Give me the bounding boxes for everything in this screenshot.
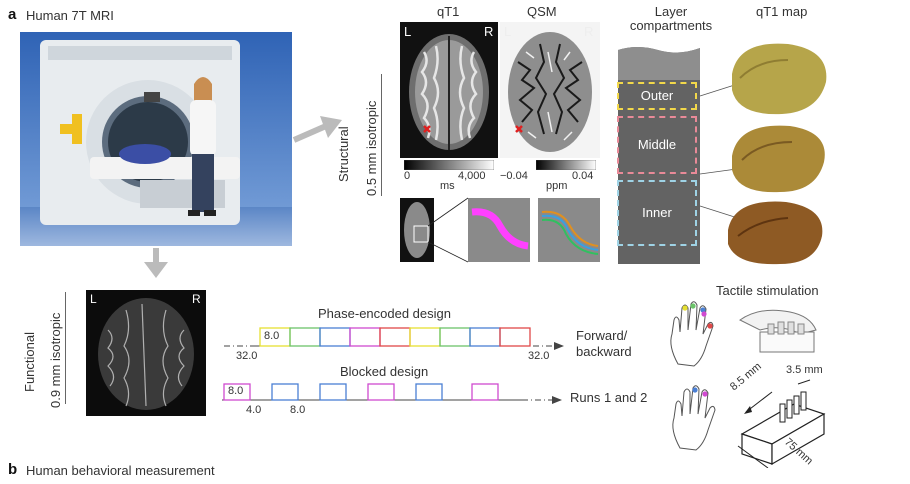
block-gap-label: 4.0: [246, 404, 262, 416]
qt1-scale-min: 0: [404, 170, 411, 182]
qt1-map-surfaces: [699, 43, 827, 265]
panel-a-letter: a: [8, 6, 17, 23]
dim-width-label: 3.5 mm: [786, 364, 823, 376]
phase-encoded-timeline: [224, 327, 564, 350]
qsm-colorbar: [536, 160, 596, 170]
qt1-map-column-title: qT1 map: [756, 4, 808, 19]
functional-resolution-line: [65, 292, 66, 404]
layer-compartments-title-2: compartments: [629, 18, 713, 33]
qt1-scale-unit: ms: [440, 180, 455, 192]
layer-compartments-title-1: Layer: [654, 4, 688, 19]
qt1-column-title: qT1: [437, 4, 460, 19]
qt1-scale-max: 4,000: [458, 170, 486, 182]
qt1-left-marker: L: [404, 24, 412, 39]
cortex-zoom-insets: [400, 197, 600, 263]
qsm-right-marker: R: [584, 24, 594, 39]
qsm-left-marker: L: [504, 24, 512, 39]
structural-row-label: Structural: [336, 126, 351, 182]
tactile-device-diagram: [737, 379, 826, 468]
phase-result-line1: Forward/: [576, 328, 628, 343]
arrow-right-icon: [292, 116, 342, 143]
arrow-down-icon: [144, 248, 168, 278]
functional-brain-image: [86, 290, 206, 416]
phase-first-block-label: 8.0: [264, 330, 280, 342]
layer-inner-box: [617, 180, 697, 246]
qsm-brain-image: [500, 22, 600, 158]
block-first-label: 8.0: [228, 385, 244, 397]
mri-scanner-photo: [20, 32, 292, 246]
functional-left-marker: L: [90, 292, 97, 306]
hand-forward-icon: [670, 301, 714, 367]
qt1-brain-image: [400, 22, 498, 158]
layer-outer-box: [617, 82, 697, 110]
panel-b-title: Human behavioral measurement: [26, 463, 215, 478]
layer-outer-label: Outer: [640, 88, 674, 103]
structural-resolution-label: 0.5 mm isotropic: [364, 100, 379, 196]
blocked-design-title: Blocked design: [340, 364, 429, 379]
phase-result-line2: backward: [576, 344, 632, 359]
functional-right-marker: R: [192, 292, 201, 306]
hand-blocked-icon: [672, 385, 716, 451]
block-result-label: Runs 1 and 2: [570, 390, 648, 405]
qt1-right-marker: R: [484, 24, 494, 39]
structural-resolution-line: [381, 74, 382, 196]
qsm-column-title: QSM: [527, 4, 557, 19]
layer-middle-box: [617, 116, 697, 174]
block-length-label: 8.0: [290, 404, 306, 416]
qsm-scale-min: −0.04: [500, 170, 528, 182]
phase-pad-left-label: 32.0: [236, 350, 258, 362]
phase-encoded-title: Phase-encoded design: [318, 306, 451, 321]
tactile-device-photo-icon: [739, 309, 817, 353]
layer-inner-label: Inner: [642, 205, 672, 220]
panel-a-title: Human 7T MRI: [26, 8, 114, 23]
panel-b-letter: b: [8, 461, 18, 478]
tactile-stimulation-title: Tactile stimulation: [716, 283, 819, 298]
phase-pad-right-label: 32.0: [528, 350, 550, 362]
qt1-colorbar: [404, 160, 494, 170]
functional-row-label: Functional: [22, 332, 37, 392]
functional-resolution-label: 0.9 mm isotropic: [48, 312, 63, 408]
blocked-design-timeline: [222, 383, 562, 404]
layer-middle-label: Middle: [637, 137, 677, 152]
qsm-scale-max: 0.04: [572, 170, 594, 182]
qsm-scale-unit: ppm: [546, 180, 568, 192]
